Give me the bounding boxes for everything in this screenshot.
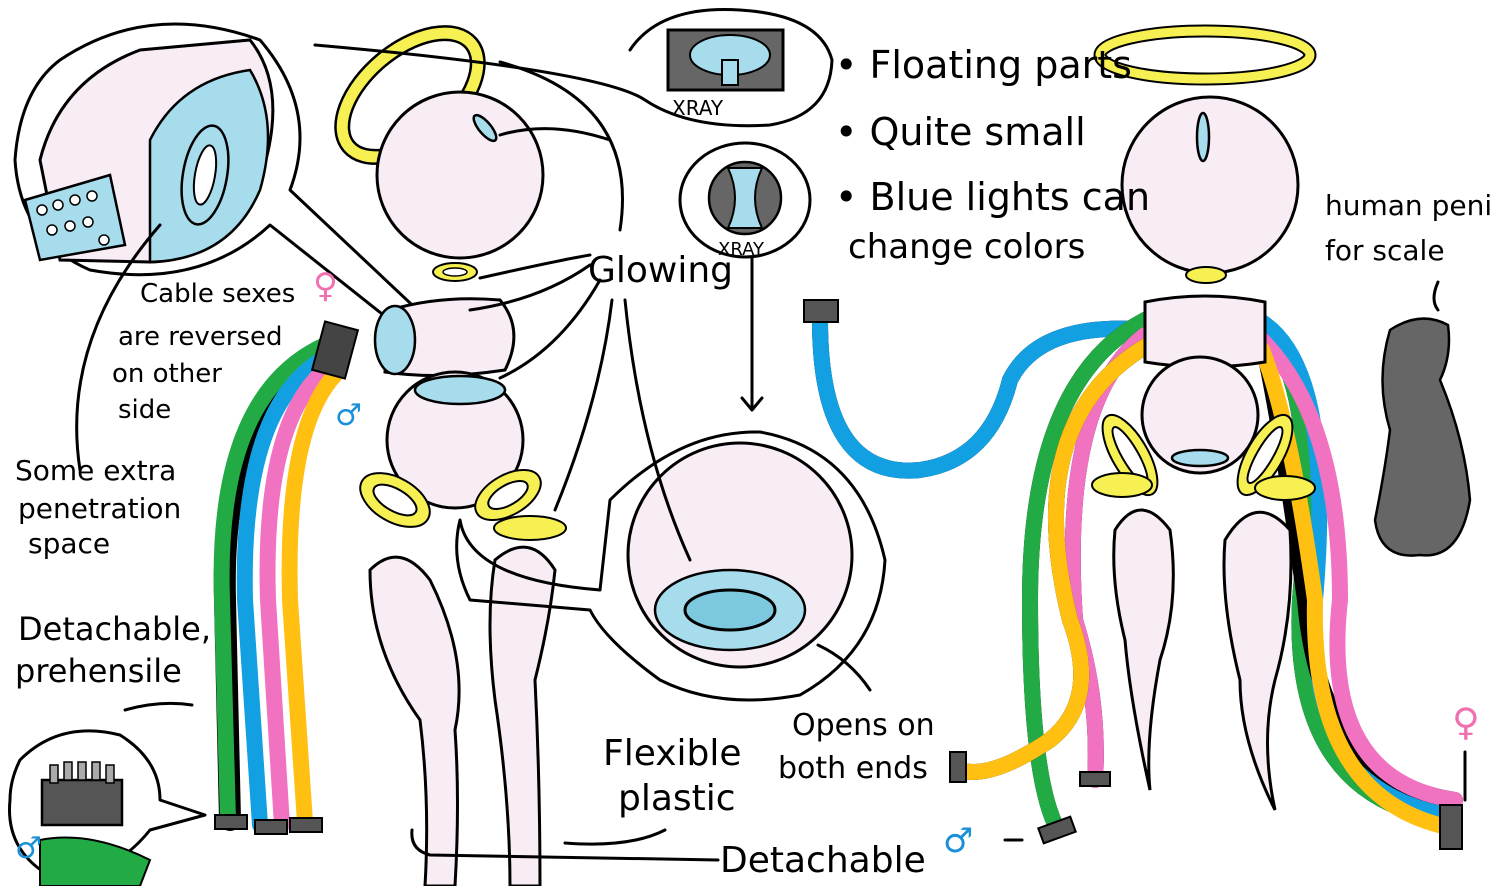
cable-note: are reversed: [118, 322, 283, 352]
scale-note: for scale: [1325, 234, 1445, 267]
xray-label: XRAY: [672, 96, 724, 120]
connector-icon: [310, 320, 360, 380]
opens-note: Opens on: [792, 708, 935, 743]
detachable-prehensile-note: prehensile: [15, 652, 182, 690]
cable-note: Cable sexes: [140, 279, 295, 309]
male-symbol-icon: ♂: [335, 398, 362, 433]
flexible-plastic-note: Flexible: [603, 733, 742, 774]
torso-detail-bubble: [13, 22, 462, 362]
detachable-prehensile-note: Detachable,: [18, 610, 211, 648]
right-fig-right-leg: [1222, 510, 1293, 811]
pelvis-sphere: [385, 370, 525, 510]
detachable-note: Detachable: [720, 840, 926, 881]
bullet-floating-parts: • Floating parts: [835, 43, 1132, 87]
right-fig-left-leg: [1112, 508, 1175, 791]
xray-bubble-2: [678, 141, 812, 412]
extra-space-note: penetration: [18, 492, 181, 525]
xray-label: XRAY: [718, 239, 765, 260]
flexible-plastic-note: plastic: [618, 778, 736, 819]
pelvis-detail-bubble: [455, 430, 887, 702]
female-symbol-icon: ♀: [313, 266, 338, 306]
male-symbol-icon: ♂: [943, 821, 973, 861]
left-leg: [368, 555, 461, 886]
bullet-blue-lights-cont: change colors: [848, 227, 1085, 267]
male-symbol-icon: ♂: [15, 831, 42, 866]
right-cable-bundle: [803, 299, 1463, 850]
pelvis-sphere: [1140, 355, 1260, 475]
glowing-label: Glowing: [588, 250, 733, 291]
extra-space-note: Some extra: [15, 454, 176, 487]
left-cable-bundle: [213, 320, 360, 835]
female-symbol-icon: ♀: [1452, 700, 1480, 744]
opens-note: both ends: [778, 751, 928, 786]
bullet-quite-small: • Quite small: [835, 110, 1086, 154]
cable-note: side: [118, 395, 171, 425]
extra-space-note: space: [28, 527, 110, 560]
connector-detail-bubble: [8, 729, 207, 886]
scale-note: human penis: [1325, 189, 1490, 222]
bullet-blue-lights: • Blue lights can: [835, 175, 1150, 219]
annotation-arrows: [75, 60, 1467, 862]
scale-reference-silhouette: [1373, 317, 1472, 557]
head-sphere: [375, 90, 545, 260]
xray-bubble-1: [313, 8, 834, 128]
cable-note: on other: [112, 359, 222, 389]
right-leg: [488, 545, 557, 886]
